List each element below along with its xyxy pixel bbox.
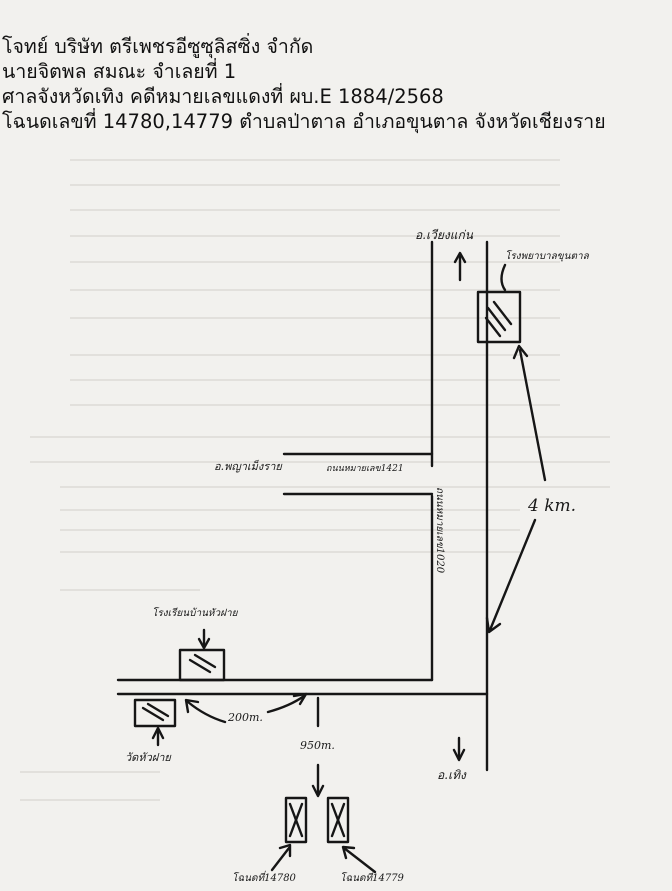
- label-temple: วัดหัวฝาย: [125, 751, 171, 764]
- label-road-1020: ถนนหมายเลข1020: [434, 486, 446, 574]
- defendant-line: นายจิตพล สมณะ จำเลยที่ 1: [2, 60, 237, 83]
- label-road-1421: ถนนหมายเลข1421: [326, 464, 404, 474]
- deed-14780-parcel: [284, 796, 308, 844]
- label-deed-14779: โฉนดที่14779: [340, 873, 404, 884]
- hospital-building: [476, 290, 522, 344]
- temple-building: [133, 698, 177, 728]
- deed-14779-parcel: [326, 796, 350, 844]
- document-header: โจทย์ บริษัท ตรีเพชรอีซูซุลิสซิ่ง จำกัด …: [0, 34, 672, 134]
- label-distance-950m: 950m.: [300, 739, 335, 752]
- label-deed-14780: โฉนดที่14780: [232, 873, 296, 884]
- label-distance-4km: 4 km.: [528, 496, 577, 516]
- label-to-phaya-mengrai: อ.พญาเม็งราย: [214, 460, 282, 473]
- school-building: [178, 648, 226, 682]
- label-school: โรงเรียนบ้านหัวฝาย: [152, 608, 238, 619]
- plaintiff-line: โจทย์ บริษัท ตรีเพชรอีซูซุลิสซิ่ง จำกัด: [2, 35, 314, 58]
- label-distance-200m: 200m.: [228, 711, 263, 724]
- court-case-line: ศาลจังหวัดเทิง คดีหมายเลขแดงที่ ผบ.E 188…: [2, 85, 444, 108]
- label-to-thoeng: อ.เทิง: [437, 768, 466, 782]
- deed-location-line: โฉนดเลขที่ 14780,14779 ตำบลป่าตาล อำเภอข…: [2, 110, 606, 133]
- label-khuntan-hospital: โรงพยาบาลขุนตาล: [505, 251, 589, 262]
- label-to-wiang-kaen: อ.เวียงแก่น: [415, 228, 473, 242]
